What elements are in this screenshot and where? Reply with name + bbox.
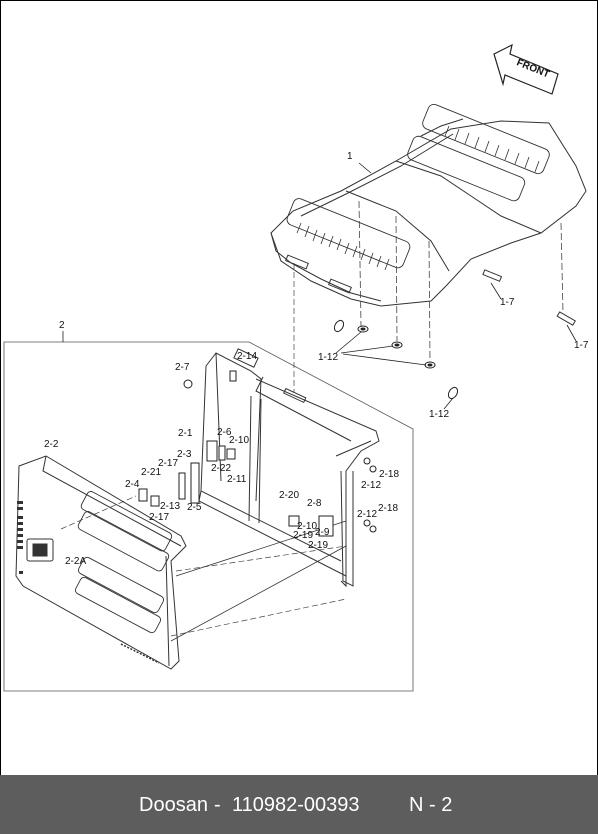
part-label: 2-19 — [293, 530, 313, 541]
part-label: 2-21 — [141, 467, 161, 478]
part-label: 2-22 — [211, 463, 231, 474]
footer-bar: Doosan - 110982-00393 N - 2 — [0, 775, 598, 834]
part-label: 2-9 — [315, 527, 330, 538]
brand-name: Doosan — [139, 794, 208, 816]
part-label: 2-11 — [227, 474, 247, 485]
part-labels: 1 1-7 1-7 1-12 1-12 2 2-7 2-14 2-1 2-6 2… — [44, 151, 589, 567]
top-cover-part — [270, 103, 587, 326]
part-label: 2-12 — [361, 480, 381, 491]
part-label: 2-13 — [160, 501, 180, 512]
washer-parts — [333, 319, 459, 400]
assembly-2-boundary — [3, 341, 414, 692]
part-label: 2-20 — [279, 490, 299, 501]
hardware-parts — [138, 370, 377, 537]
part-label: 1-7 — [574, 340, 589, 351]
frame-centerlines — [60, 263, 347, 637]
diagram-frame: FRONT — [0, 0, 598, 776]
part-label: 2 — [59, 320, 65, 331]
part-label: 1-12 — [429, 409, 449, 420]
part-label: 2-19 — [308, 540, 328, 551]
part-label: 2-4 — [125, 479, 140, 490]
part-label: 2-10 — [297, 521, 317, 532]
part-label: 2-5 — [187, 502, 202, 513]
exploded-parts-diagram: FRONT — [3, 43, 589, 692]
leader-lines — [335, 162, 577, 410]
part-label: 2-8 — [307, 498, 322, 509]
part-label: 2-18 — [378, 503, 398, 514]
part-label: 1 — [347, 151, 353, 162]
door-panel-part — [15, 455, 187, 670]
part-label: 2-7 — [175, 362, 190, 373]
part-label: 2-18 — [379, 469, 399, 480]
part-label: 1-12 — [318, 352, 338, 363]
part-label: 2-17 — [149, 512, 169, 523]
part-number: 110982-00393 — [232, 794, 360, 816]
part-label: 2-2 — [44, 439, 59, 450]
page-code: N - 2 — [409, 794, 453, 816]
part-label: 2-6 — [217, 427, 232, 438]
assembly-centerlines — [358, 200, 564, 362]
part-label: 2-1 — [178, 428, 193, 439]
part-label: 2-17 — [158, 458, 178, 469]
part-label: 2-10 — [229, 435, 249, 446]
part-label: 2-12 — [357, 509, 377, 520]
part-label: 2-14 — [237, 351, 257, 362]
front-arrow-icon: FRONT — [493, 43, 559, 95]
part-label: 2-2A — [65, 556, 86, 567]
footer-separator: - — [214, 794, 221, 816]
part-label: 1-7 — [500, 297, 515, 308]
part-label: 2-3 — [177, 449, 192, 460]
